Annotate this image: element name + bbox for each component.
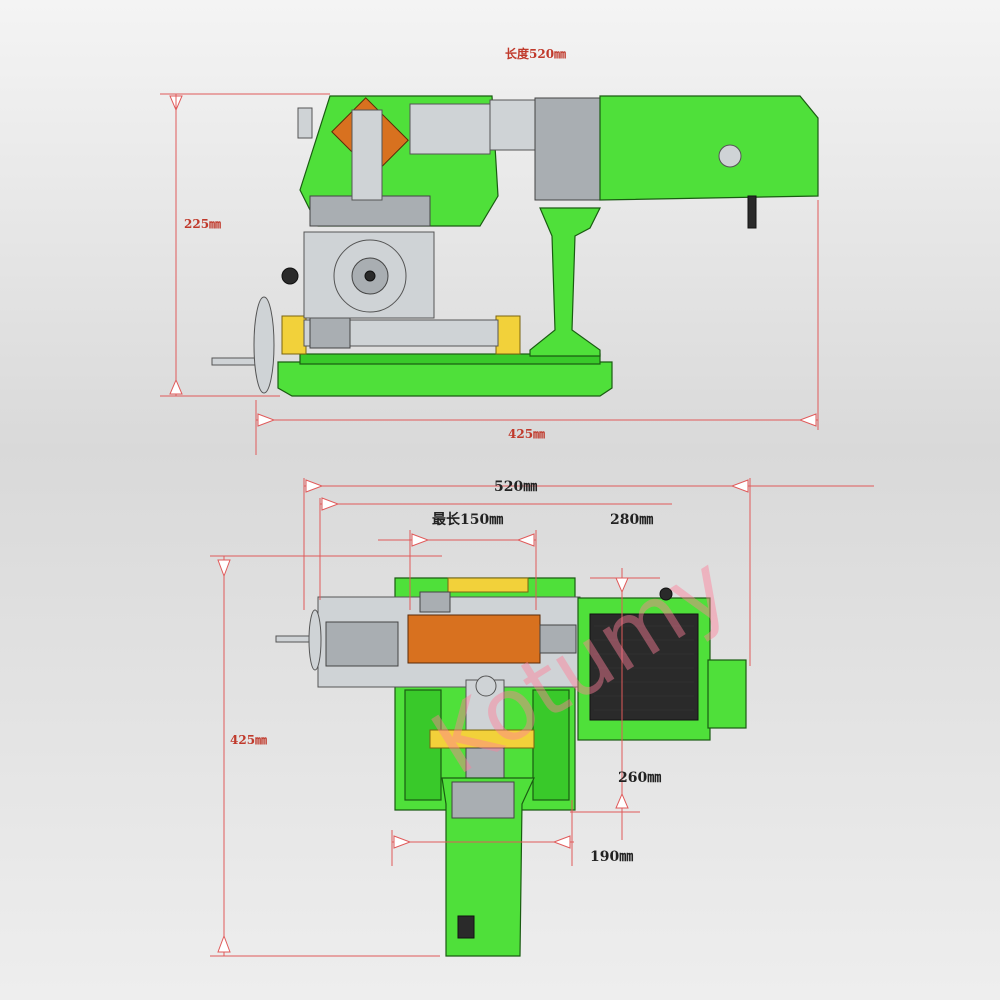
label-plan-length: 520㎜ — [494, 479, 537, 495]
plan-workpiece — [407, 614, 541, 664]
plan-control-side-box — [707, 659, 747, 729]
label-plan-280: 280㎜ — [610, 512, 653, 528]
motor-switch — [718, 144, 742, 168]
side-view-machine — [211, 95, 819, 397]
chuck-body — [409, 103, 491, 155]
plan-headstock — [325, 621, 399, 667]
rail-end-block-right — [495, 315, 521, 355]
adjust-knob — [281, 267, 299, 285]
label-plan-height: 425㎜ — [230, 733, 267, 747]
plan-motor-housing — [441, 777, 535, 957]
head-spindle-post — [351, 109, 383, 201]
side-view-dimensions — [160, 93, 819, 455]
machine-base — [277, 361, 613, 397]
label-top-length: 长度520㎜ — [505, 46, 566, 61]
plan-rail-clamp — [447, 577, 529, 593]
plan-motor-gearbox — [451, 781, 515, 819]
rail-end-block-left — [281, 315, 307, 355]
label-plan-260: 260㎜ — [618, 770, 661, 786]
plan-handwheel — [308, 609, 322, 671]
plan-clamp-block — [419, 591, 451, 613]
plan-control-knob — [659, 587, 673, 601]
motor-gearbox — [534, 97, 606, 201]
handwheel — [253, 296, 275, 394]
motor-lever — [747, 195, 757, 229]
support-column — [529, 207, 601, 357]
plan-chuck-head — [475, 675, 497, 697]
label-top-height: 225㎜ — [184, 217, 221, 231]
plan-tailstock — [539, 624, 577, 654]
plan-control-vent — [589, 613, 699, 721]
plan-base-right-rib — [532, 689, 570, 801]
label-plan-190: 190㎜ — [590, 849, 633, 865]
label-plan-max-length: 最长150㎜ — [432, 511, 503, 528]
indexing-disk-center — [364, 270, 376, 282]
plan-column-mount — [465, 747, 505, 779]
base-top-plate — [299, 353, 601, 365]
motor-housing — [599, 95, 819, 201]
plan-view-machine — [275, 577, 747, 957]
slide-carriage — [309, 317, 351, 349]
side-knob — [297, 107, 313, 139]
plan-motor-switch — [457, 915, 475, 939]
plan-vent-slats — [594, 625, 694, 711]
plan-view-dimensions — [210, 478, 874, 957]
label-top-width: 425㎜ — [508, 427, 545, 441]
